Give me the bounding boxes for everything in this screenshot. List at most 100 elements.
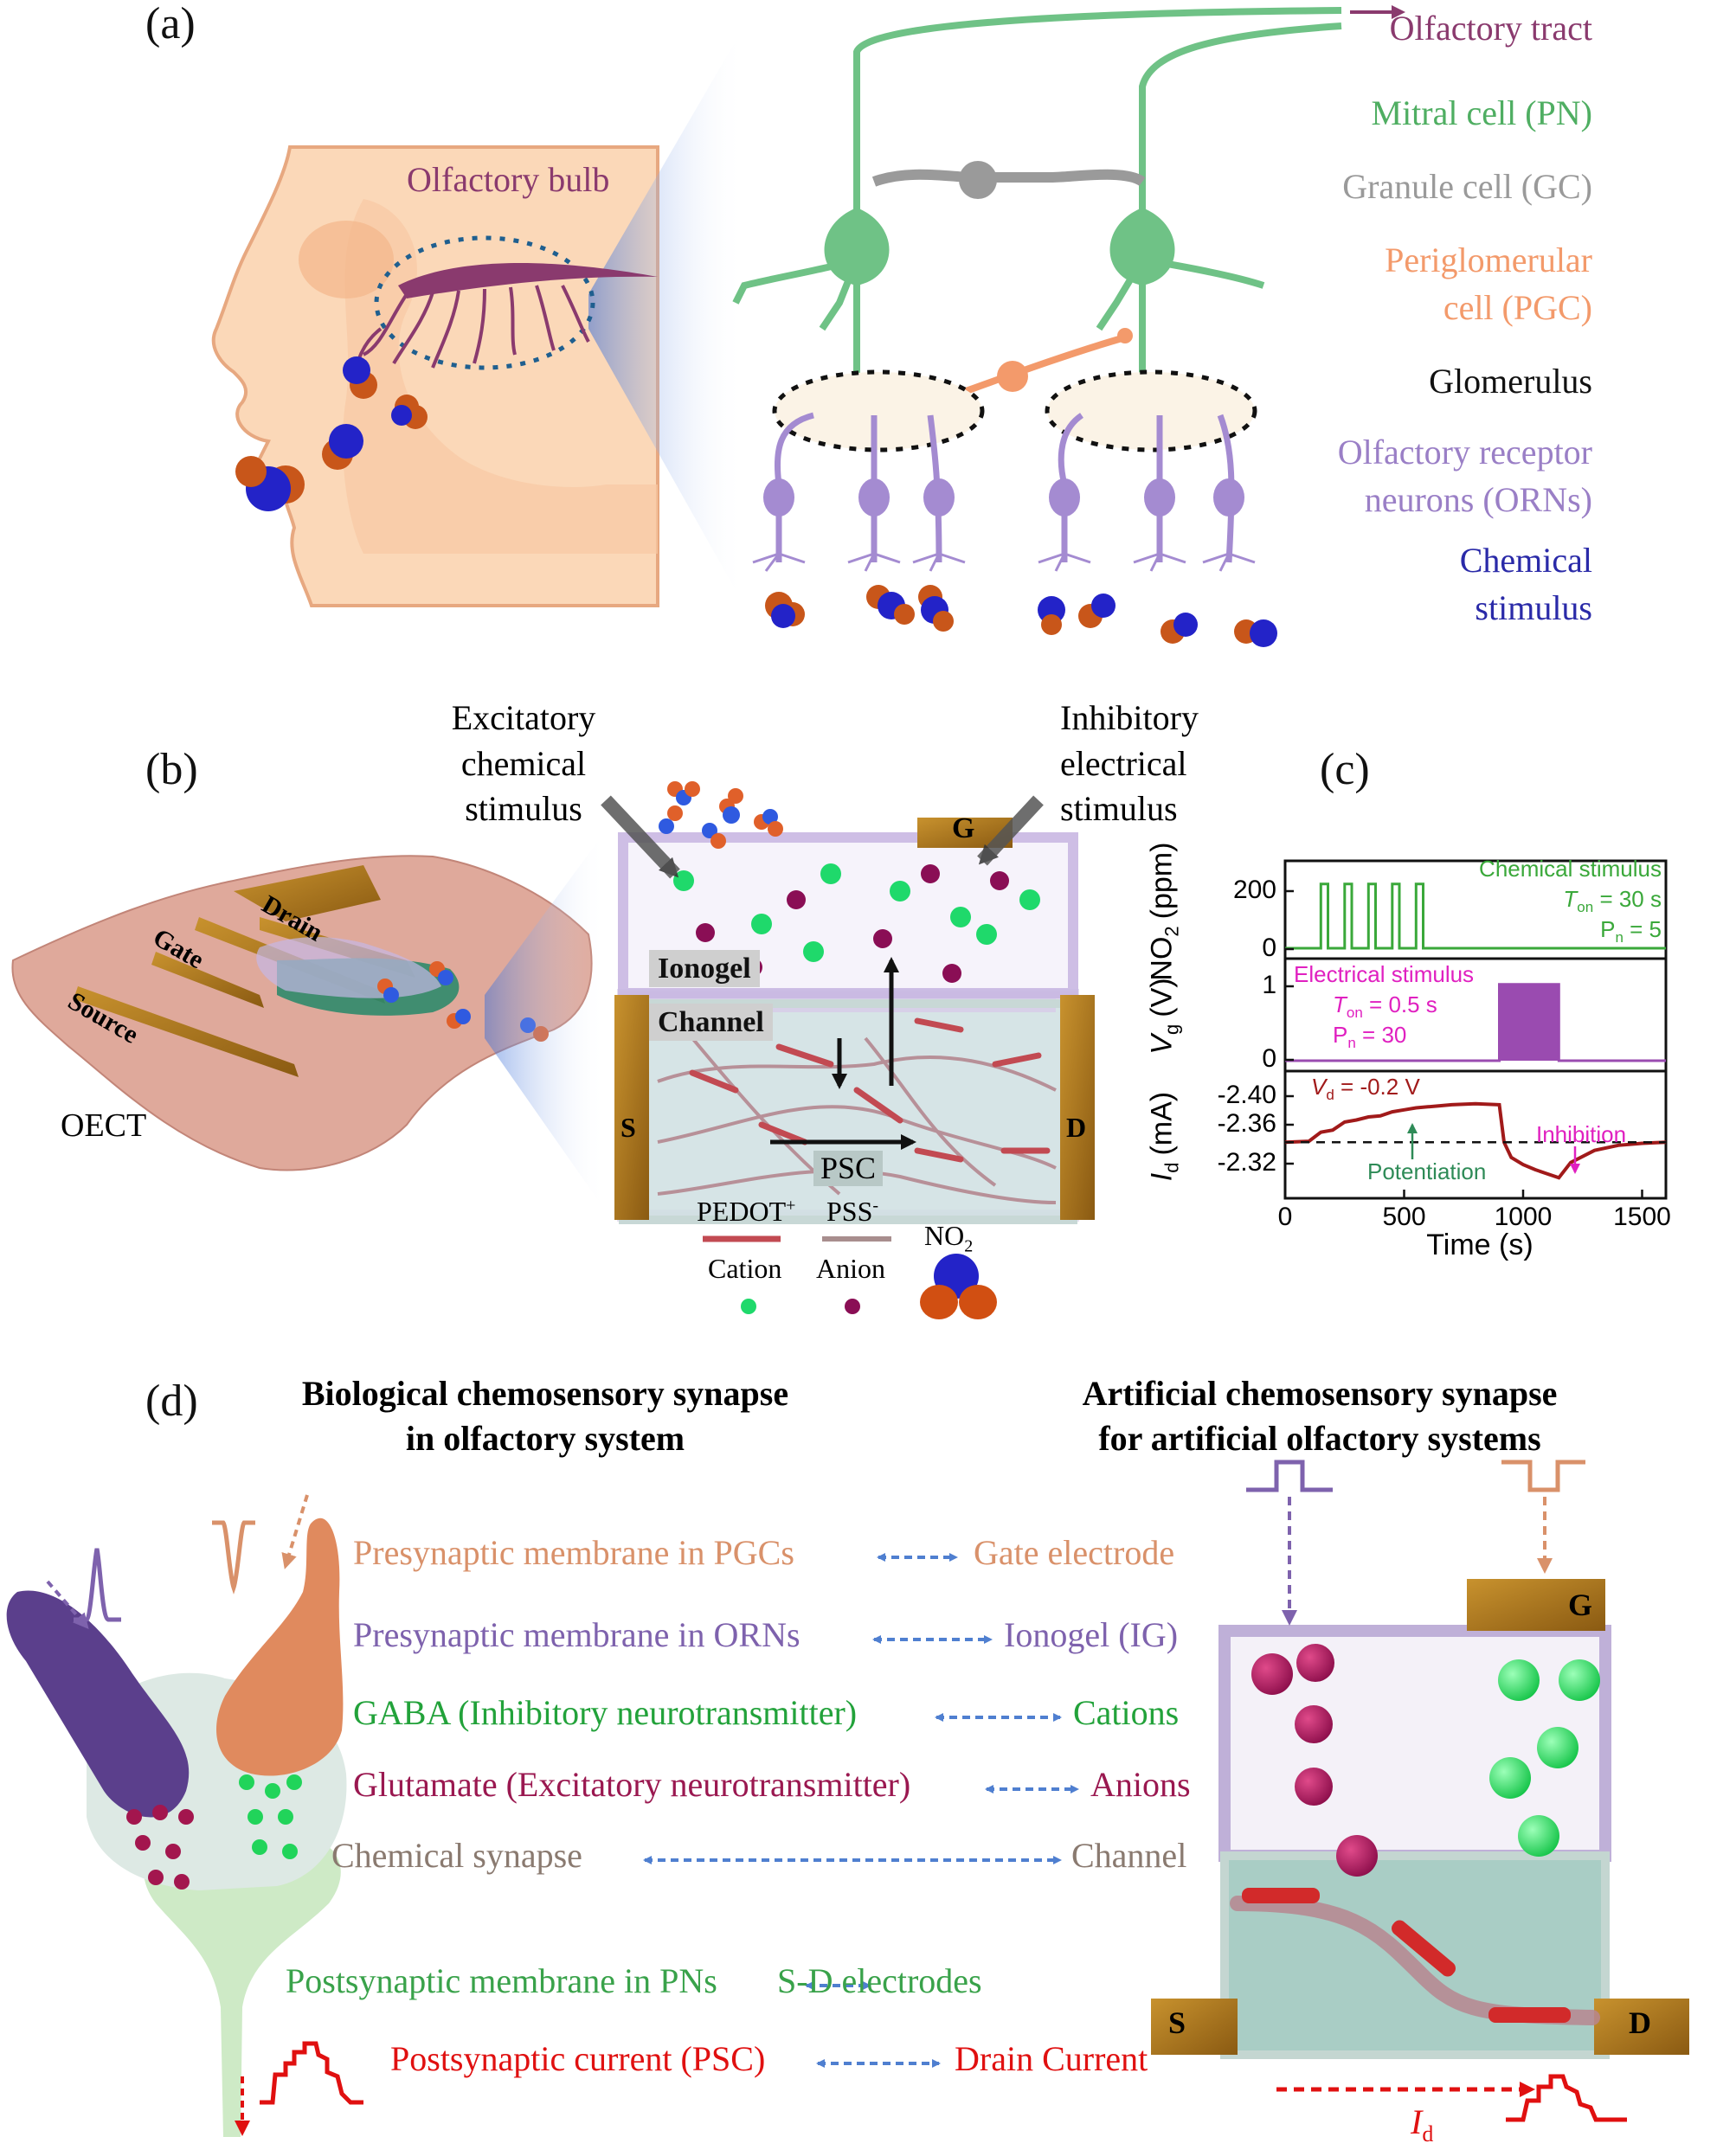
artificial-source-label: S — [1168, 2005, 1186, 2040]
nose-molecules — [235, 356, 428, 511]
zoom-beam-b — [485, 831, 606, 1211]
panel-c-chart — [1283, 859, 1668, 1200]
legend-a-item-1: Mitral cell (PN) — [1371, 93, 1593, 132]
channel-label: Channel — [649, 1004, 773, 1042]
panel-d-illustration — [6, 1460, 1689, 2137]
ylabel-unit-1: (V) — [1145, 978, 1179, 1017]
receptor-somas — [763, 478, 1244, 517]
glomerulus-2 — [1045, 369, 1257, 452]
legend-a-item-9: stimulus — [1475, 588, 1592, 627]
receptor-molecules — [765, 585, 1277, 647]
pair-right-0: Gate electrode — [974, 1533, 1175, 1572]
pss-sup: - — [872, 1196, 879, 1216]
ytick-label-1-1: 0 — [1262, 1044, 1276, 1073]
panel-b-illustration — [11, 781, 1095, 1319]
left-title-1: Biological chemosensory synapse — [301, 1374, 789, 1413]
pair-left-6: Postsynaptic current (PSC) — [390, 2039, 766, 2078]
pair-left-3: Glutamate (Excitatory neurotransmitter) — [353, 1765, 911, 1804]
pair-right-6: Drain Current — [955, 2039, 1148, 2078]
elec-stim-ton: Ton = 0.5 s — [1333, 991, 1437, 1022]
ionogel-label: Ionogel — [649, 950, 760, 988]
no2-sub: 2 — [964, 1236, 974, 1256]
panel-label-d: (d) — [145, 1376, 198, 1426]
no2-text: NO — [924, 1220, 965, 1251]
chem-ton-t: T — [1563, 886, 1578, 912]
elec-pn-val: = 30 — [1355, 1022, 1407, 1048]
pedot-sup: + — [786, 1196, 796, 1216]
chart-frame — [1283, 859, 1668, 1200]
pgc-input-arrow — [281, 1494, 309, 1569]
artificial-device — [1151, 1460, 1689, 2122]
ylabel-main-2: I — [1145, 1172, 1179, 1181]
pair-right-5: S-D electrodes — [777, 1961, 982, 2000]
ytick-label-0-0: 200 — [1232, 876, 1276, 904]
series-line-2 — [1284, 1101, 1667, 1180]
panel-label-a: (a) — [145, 0, 196, 48]
elec-ton-sub: on — [1346, 1004, 1363, 1022]
excitatory-label-3: stimulus — [465, 789, 582, 828]
id-text: I — [1411, 2102, 1423, 2141]
legend-a-item-0: Olfactory tract — [1389, 9, 1592, 48]
ylabel-sub-2: d — [1161, 1162, 1183, 1173]
pss-legend: PSS- — [826, 1196, 878, 1228]
correspondence-arrows — [643, 1553, 1079, 2068]
ylabel-sub-0: 2 — [1161, 925, 1183, 937]
gate-electrode-label: G — [952, 812, 975, 844]
inhibitory-label-1: Inhibitory — [1060, 698, 1199, 737]
inhibitory-label-3: stimulus — [1060, 789, 1178, 828]
excitatory-label-1: Excitatory — [451, 698, 596, 737]
legend-a-item-6: Olfactory receptor — [1337, 433, 1592, 472]
anion-legend: Anion — [816, 1253, 885, 1284]
ors-spike-icon — [74, 1548, 121, 1622]
ors-presynaptic — [6, 1590, 190, 1818]
ytick-label-2-2: -2.32 — [1217, 1148, 1276, 1177]
legend-a-item-3: Periglomerular — [1385, 241, 1592, 279]
ylabel-unit-0: (ppm) — [1145, 842, 1179, 919]
pair-left-4: Chemical synapse — [331, 1836, 582, 1875]
oect-ionogel — [256, 937, 441, 998]
series-line-0 — [1285, 882, 1666, 950]
elec-ton-val: = 0.5 s — [1362, 991, 1437, 1017]
pedot-legend: PEDOT+ — [697, 1196, 795, 1228]
left-title-2: in olfactory system — [405, 1419, 685, 1458]
pair-right-2: Cations — [1073, 1693, 1180, 1732]
mitral-soma-2 — [1109, 208, 1175, 286]
pss-text: PSS — [826, 1196, 873, 1227]
inhibitory-vesicles — [239, 1774, 302, 1859]
drain-current-symbol: Id — [1411, 2102, 1433, 2147]
legend-a-item-5: Glomerulus — [1429, 362, 1592, 401]
drain-electrode-label: D — [1066, 1112, 1087, 1143]
ylabel-main-1: V — [1145, 1035, 1179, 1055]
ytick-label-1-0: 1 — [1262, 971, 1276, 999]
oect-label: OECT — [61, 1107, 147, 1144]
chem-stim-title: Chemical stimulus — [1479, 856, 1662, 882]
xtick-label-2: 1000 — [1494, 1203, 1553, 1231]
artificial-drain-label: D — [1629, 2005, 1651, 2040]
elec-stim-title: Electrical stimulus — [1294, 961, 1475, 987]
olfactory-bulb-shape — [398, 262, 658, 298]
pgc-inverted-spike-icon — [212, 1520, 255, 1595]
device-legend-icons — [703, 1235, 997, 1319]
chem-pn-sub: n — [1615, 929, 1623, 946]
xtick-label-0: 0 — [1277, 1203, 1293, 1231]
potentiation-label: Potentiation — [1367, 1158, 1487, 1184]
pair-right-4: Channel — [1071, 1836, 1187, 1875]
zoom-beam-a — [588, 26, 744, 606]
chem-pn-p: P — [1600, 916, 1616, 942]
panel-a-illustration — [211, 5, 1405, 647]
ors-input-arrow — [46, 1580, 89, 1630]
pedot-text: PEDOT — [697, 1196, 787, 1227]
glomerulus-1 — [772, 369, 985, 452]
legend-a-item-2: Granule cell (GC) — [1342, 167, 1592, 206]
sinus — [299, 221, 394, 298]
legend-a-item-8: Chemical — [1459, 541, 1592, 580]
vd-annotation: Vd = -0.2 V — [1311, 1074, 1420, 1104]
bio-psc-waveform — [260, 2041, 363, 2105]
mitral-soma-1 — [824, 208, 890, 286]
pair-left-5: Postsynaptic membrane in PNs — [286, 1961, 717, 2000]
pgc-presynaptic — [216, 1518, 344, 1776]
legend-a-item-4: cell (PGC) — [1443, 288, 1592, 327]
ylabel-2: Id(mA) — [1145, 1058, 1182, 1214]
